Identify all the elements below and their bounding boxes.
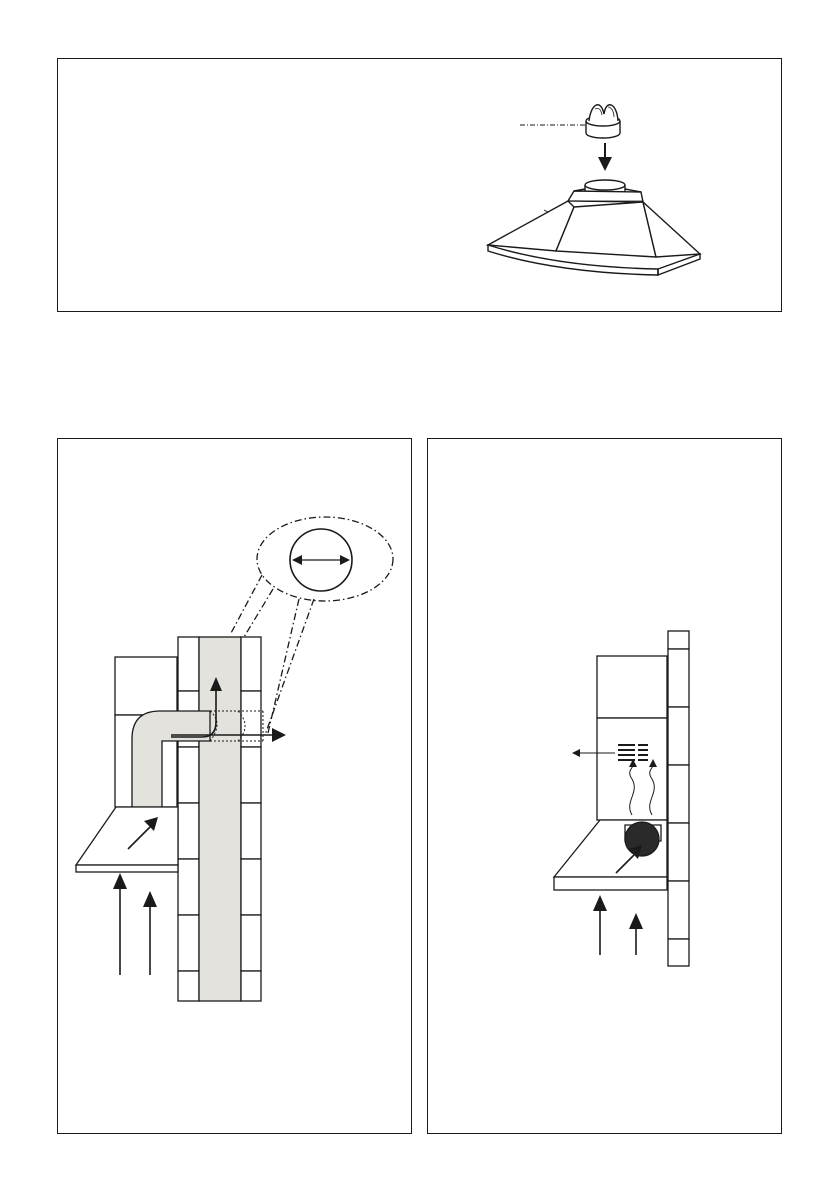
wall-cavity <box>199 637 241 1001</box>
rising-arrow-icon <box>143 891 157 907</box>
recirculation-mode-drawing <box>428 439 783 1135</box>
chimney-cover <box>115 657 177 715</box>
ducted-mode-panel <box>57 438 412 1134</box>
hood-body <box>597 718 667 820</box>
ducted-mode-drawing <box>58 439 413 1135</box>
chimney-cover <box>597 656 667 718</box>
rising-arrow-icon <box>629 913 643 929</box>
hood-canopy-edge <box>554 877 667 890</box>
rising-arrow-icon <box>113 873 127 889</box>
chimney-hood-icon <box>488 180 700 275</box>
inner-brick-column <box>178 637 199 1001</box>
hood-assembly-panel <box>57 58 782 312</box>
recirculation-mode-panel <box>427 438 782 1134</box>
exhaust-arrow-icon <box>572 749 580 757</box>
rising-arrow-icon <box>593 895 607 911</box>
outer-brick-column <box>241 637 261 1001</box>
hood-assembly-drawing <box>58 59 783 313</box>
hood-canopy-edge <box>76 865 178 872</box>
hood-canopy <box>76 807 178 865</box>
check-valve-icon <box>586 105 620 138</box>
brick-wall <box>668 631 689 966</box>
down-arrow-icon <box>598 143 612 171</box>
outward-arrow-icon <box>272 728 286 742</box>
